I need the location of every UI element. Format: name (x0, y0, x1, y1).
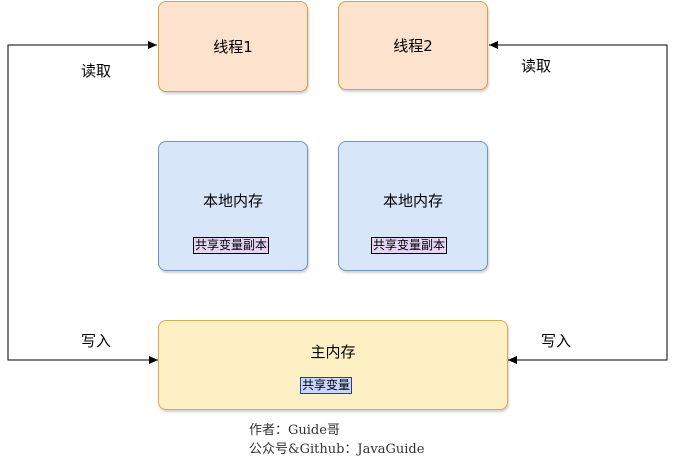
main-memory-box: 主内存 共享变量 (158, 320, 508, 410)
local-memory-2-copy-tag: 共享变量副本 (371, 237, 448, 254)
local-memory-2-box: 本地内存 共享变量副本 (338, 141, 488, 271)
account-caption: 公众号&Github：JavaGuide (249, 442, 425, 457)
right-read-write-connector (489, 44, 668, 364)
author-caption: 作者：Guide哥 (249, 423, 340, 438)
thread-2-label: 线程2 (393, 37, 433, 55)
main-memory-left-arrowhead (149, 356, 158, 364)
read-label-right: 读取 (521, 57, 552, 75)
thread-1-box: 线程1 (158, 1, 308, 92)
local-memory-1-box: 本地内存 共享变量副本 (158, 141, 308, 271)
local-memory-1-title: 本地内存 (202, 192, 263, 210)
main-memory-shared-tag: 共享变量 (300, 377, 353, 394)
write-label-right: 写入 (541, 332, 572, 350)
thread2-arrowhead (489, 41, 498, 49)
write-label-left: 写入 (81, 332, 112, 350)
main-memory-title: 主内存 (310, 343, 356, 361)
local-memory-2-title: 本地内存 (382, 192, 443, 210)
thread-1-label: 线程1 (213, 38, 253, 56)
thread-2-box: 线程2 (338, 1, 488, 90)
read-label-left: 读取 (81, 62, 112, 80)
local-memory-1-copy-tag: 共享变量副本 (193, 237, 270, 254)
left-read-write-connector (7, 41, 158, 361)
